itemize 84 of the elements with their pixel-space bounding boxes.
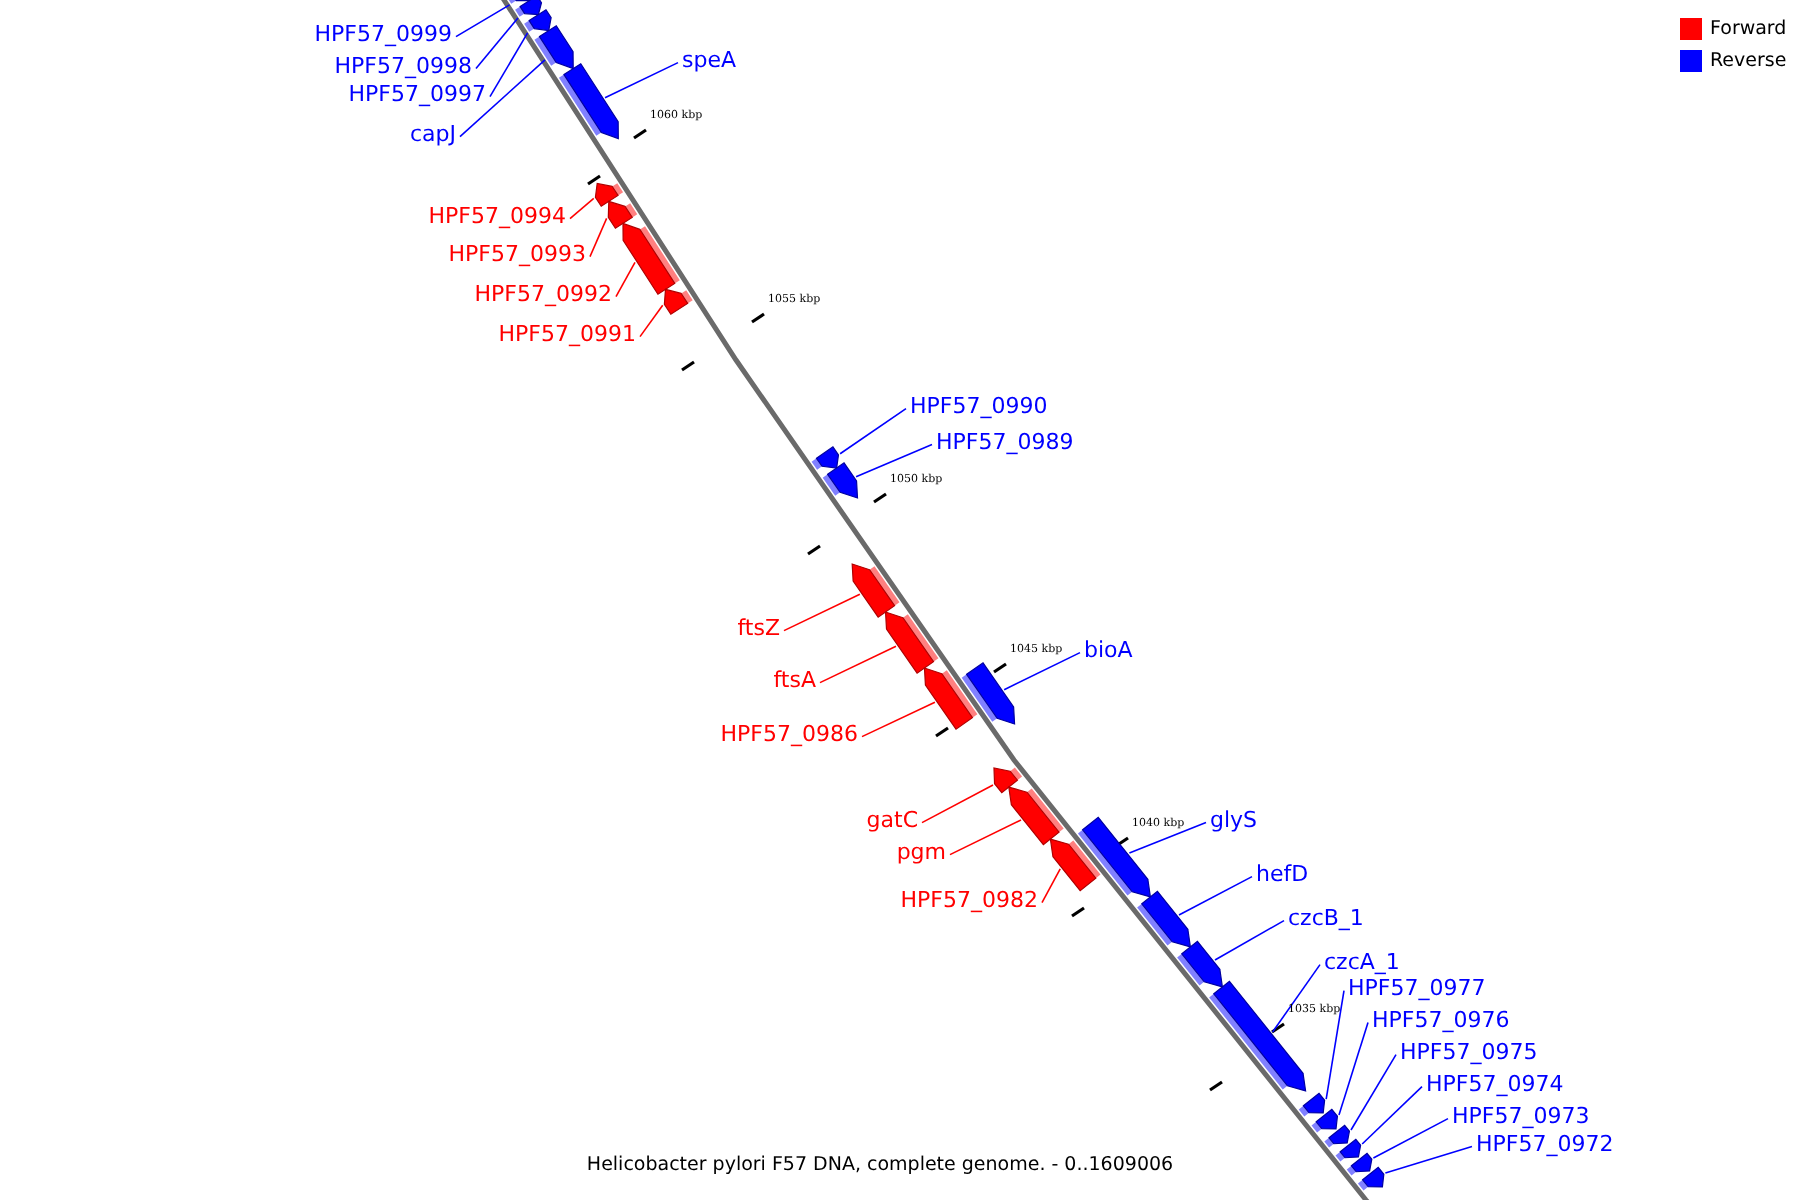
- gene-bar: [961, 662, 1016, 725]
- gene-bar: [1335, 1138, 1362, 1162]
- gene-bar: [811, 446, 840, 470]
- gene-bar: [663, 288, 693, 316]
- gene-label: HPF57_0991: [498, 321, 636, 347]
- gene-bar: [524, 8, 552, 32]
- leader-line: [1350, 1053, 1397, 1131]
- gene-label: ftsZ: [737, 615, 780, 641]
- gene-bar: [1298, 1092, 1326, 1117]
- leader-line: [639, 304, 664, 338]
- gene-label: HPF57_0975: [1400, 1039, 1538, 1065]
- gene-bar: [851, 563, 900, 618]
- gene-label: HPF57_0973: [1452, 1103, 1590, 1129]
- leader-line: [1338, 1021, 1369, 1116]
- leader-line: [604, 61, 679, 99]
- gene-bar: [534, 24, 574, 70]
- gene-bar: [1346, 1152, 1373, 1176]
- gene-label: capJ: [409, 121, 456, 147]
- gene-bar: [993, 767, 1023, 794]
- gene-label: HPF57_0993: [448, 241, 586, 267]
- gene-bar: [923, 667, 978, 730]
- gene-label: HPF57_0977: [1348, 975, 1486, 1001]
- gene-bar: [594, 182, 624, 208]
- gene-label: HPF57_0972: [1476, 1131, 1614, 1157]
- leader-line: [1128, 821, 1207, 854]
- leader-line: [949, 819, 1022, 856]
- gene-label: HPF57_0986: [720, 721, 858, 747]
- gene-bar: [607, 200, 638, 230]
- leader-line: [475, 17, 519, 70]
- legend-label: Forward: [1710, 18, 1787, 40]
- gene-bar: [1049, 838, 1101, 892]
- leader-line: [455, 4, 511, 38]
- leader-line: [1361, 1085, 1423, 1145]
- gene-bar: [515, 0, 543, 17]
- leader-line: [589, 217, 608, 258]
- gene-label: HPF57_0982: [900, 887, 1038, 913]
- gene-label: HPF57_0997: [348, 81, 486, 107]
- gene-label: HPF57_0990: [910, 393, 1048, 419]
- gene-label: bioA: [1084, 637, 1133, 663]
- leader-line: [921, 784, 994, 824]
- gene-bar: [884, 611, 939, 674]
- leader-line: [1041, 868, 1061, 904]
- gene-bar: [1177, 940, 1224, 988]
- gene-label: czcA_1: [1324, 949, 1400, 975]
- leader-line: [569, 197, 595, 220]
- legend-label: Reverse: [1710, 50, 1787, 72]
- gene-label: HPF57_0994: [428, 203, 566, 229]
- leader-line: [1325, 989, 1345, 1100]
- gene-bar: [1137, 890, 1192, 948]
- gene-label: speA: [682, 47, 737, 73]
- leader-line: [1372, 1117, 1449, 1159]
- gene-label: glyS: [1210, 807, 1258, 833]
- gene-bar: [1357, 1166, 1385, 1191]
- gene-bar: [1324, 1124, 1351, 1148]
- gene-label: gatC: [866, 807, 918, 833]
- leader-line: [1384, 1145, 1473, 1174]
- leader-line: [1003, 651, 1081, 691]
- leader-line: [839, 407, 907, 455]
- leader-line: [489, 32, 529, 98]
- gene-bar: [1311, 1108, 1339, 1133]
- gene-bar: [1008, 786, 1064, 846]
- leader-line: [459, 59, 546, 138]
- leader-line: [783, 593, 861, 632]
- gene-label: pgm: [896, 839, 946, 865]
- gene-bar: [558, 62, 619, 140]
- leader-line: [1214, 919, 1285, 961]
- leader-line: [615, 261, 636, 298]
- leader-line: [1271, 963, 1321, 1033]
- gene-label: HPF57_0998: [334, 53, 472, 79]
- gene-label: HPF57_0992: [474, 281, 612, 307]
- gene-label: ftsA: [773, 667, 816, 693]
- gene-label: czcB_1: [1288, 905, 1364, 931]
- leader-line: [819, 645, 897, 684]
- caption: Helicobacter pylori F57 DNA, complete genome. - 0..1609006: [586, 1154, 1174, 1176]
- leader-line: [855, 443, 933, 478]
- gene-label: hefD: [1256, 861, 1309, 887]
- gene-bar: [822, 462, 859, 499]
- gene-label: HPF57_0974: [1426, 1071, 1564, 1097]
- gene-label: HPF57_0989: [936, 429, 1074, 455]
- gene-bar: [622, 222, 680, 296]
- gene-label: HPF57_0976: [1372, 1007, 1510, 1033]
- leader-line: [1178, 875, 1253, 916]
- gene-label: HPF57_0999: [314, 21, 452, 47]
- leader-line: [861, 701, 936, 738]
